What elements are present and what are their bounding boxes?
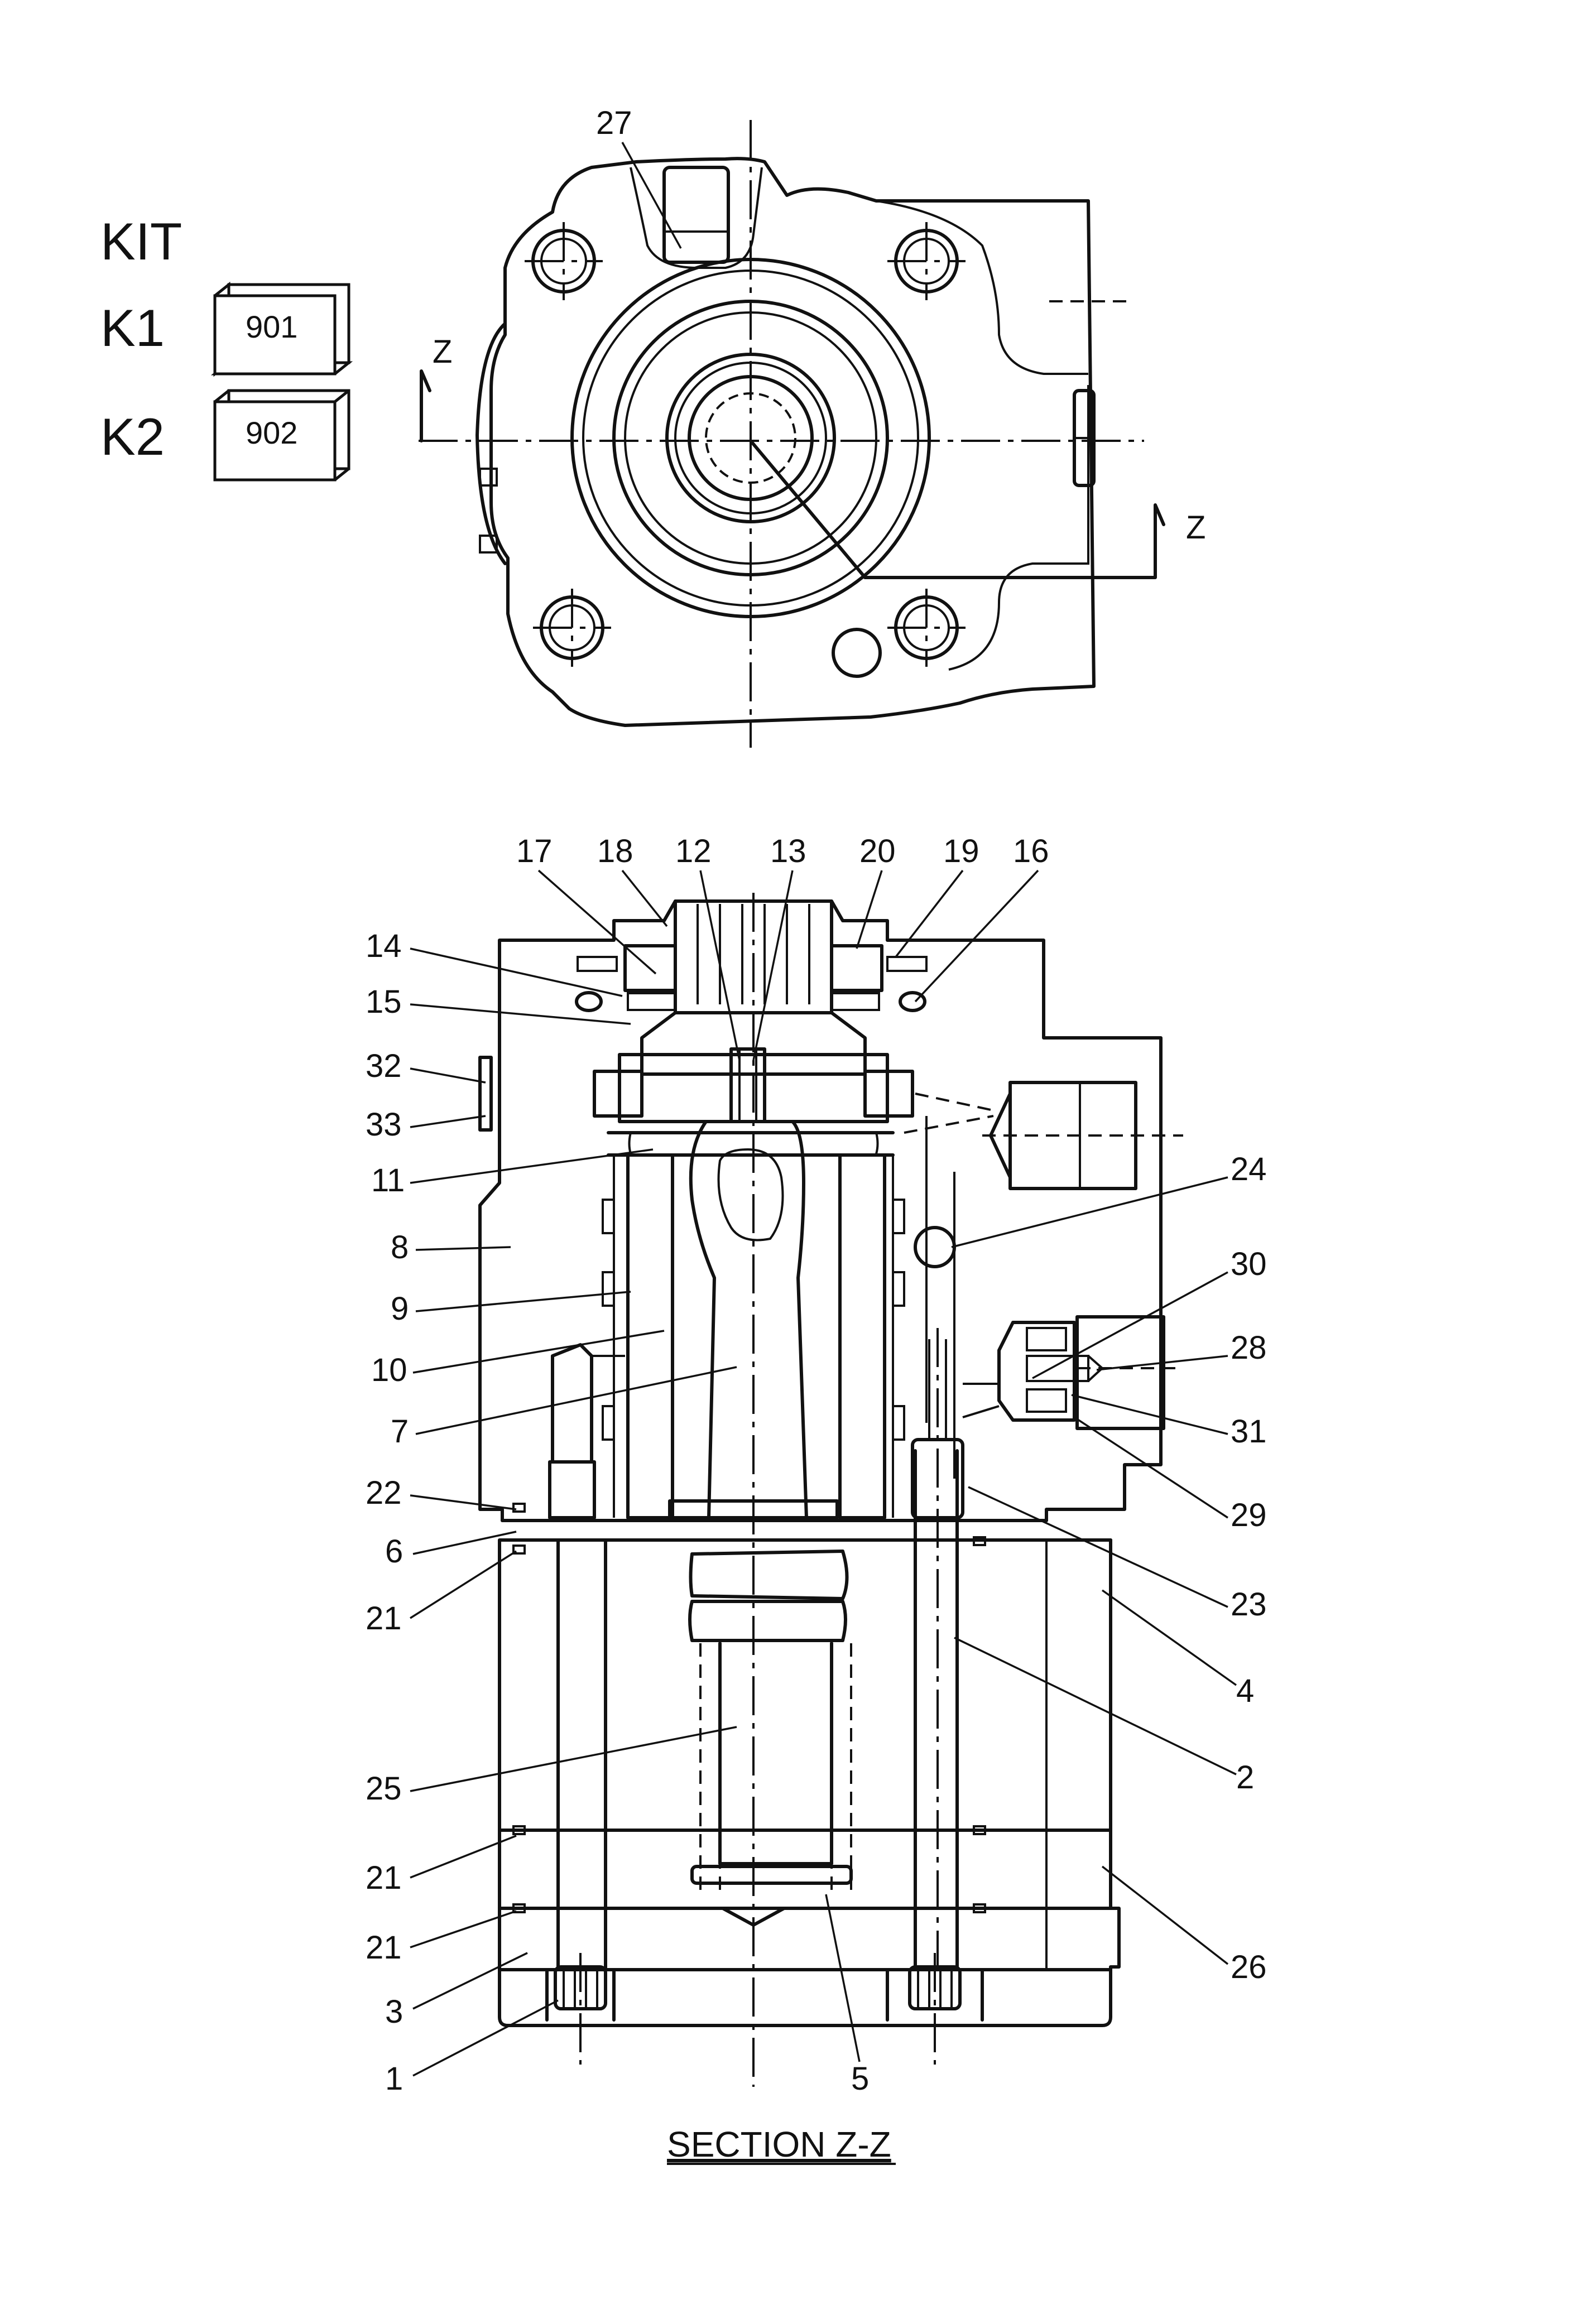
pin-hole	[832, 628, 882, 678]
callout-4: 4	[1236, 1673, 1254, 1709]
gear-rotor	[688, 1550, 853, 1927]
callout-31: 31	[1231, 1413, 1267, 1450]
callout-5: 5	[851, 2061, 869, 2097]
callout-20: 20	[859, 833, 896, 869]
callout-3: 3	[385, 1994, 403, 2030]
kit-k1-box: 901	[210, 281, 353, 377]
bottom-bolt-left	[554, 1953, 607, 2065]
callout-21-c: 21	[366, 1930, 402, 1966]
callout-27: 27	[596, 105, 632, 141]
callout-21-a: 21	[366, 1600, 402, 1637]
callout-12: 12	[675, 833, 712, 869]
section-view: 17 18 12 13 20 19 16 14 15 32 33 11 24	[366, 833, 1267, 2165]
bolt-hole-top-right	[887, 222, 966, 300]
callout-22: 22	[366, 1475, 402, 1511]
kit-k1-label: K1	[100, 299, 165, 357]
spool-sleeve	[602, 1053, 905, 1519]
tie-bolt	[911, 1328, 964, 1975]
callout-9: 9	[391, 1291, 409, 1327]
kit-k2-code: 902	[246, 415, 297, 450]
callout-18: 18	[597, 833, 633, 869]
name-plate	[478, 1056, 493, 1132]
kit-legend: KIT K1 K2 901 902	[100, 212, 353, 482]
callout-2: 2	[1236, 1759, 1254, 1796]
callout-11: 11	[371, 1162, 405, 1199]
callout-7: 7	[391, 1413, 409, 1450]
callout-6: 6	[385, 1533, 403, 1570]
callout-32: 32	[366, 1048, 402, 1084]
kit-heading: KIT	[100, 212, 182, 271]
callout-24: 24	[1231, 1151, 1267, 1187]
callout-28: 28	[1231, 1330, 1267, 1366]
pressure-port	[904, 1081, 1183, 1479]
callout-17: 17	[516, 833, 553, 869]
callout-14: 14	[366, 928, 402, 964]
callout-19: 19	[943, 833, 979, 869]
bolt-hole-bottom-right	[887, 589, 966, 667]
kit-k1-code: 901	[246, 309, 297, 344]
bolt-hole-top-left	[525, 222, 603, 300]
callouts: 17 18 12 13 20 19 16 14 15 32 33 11 24	[366, 833, 1267, 2097]
callout-23: 23	[1231, 1586, 1267, 1623]
seal-stack	[575, 944, 928, 1118]
callout-13: 13	[770, 833, 806, 869]
o-ring-marks	[512, 1503, 986, 1913]
top-view: Z Z 27	[419, 105, 1205, 748]
check-ball	[914, 1226, 956, 1268]
callout-26: 26	[1231, 1949, 1267, 1985]
callout-16: 16	[1013, 833, 1049, 869]
section-marker-left: Z	[433, 334, 452, 370]
callout-15: 15	[366, 984, 402, 1020]
right-plug	[1075, 1315, 1165, 1430]
callout-8: 8	[391, 1229, 409, 1266]
bottom-bolt-right	[908, 1953, 962, 2065]
cardan-shaft	[668, 1120, 839, 1519]
kit-k2-box: 902	[213, 389, 350, 482]
callout-25: 25	[366, 1770, 402, 1807]
relief-valve	[962, 1321, 1183, 1422]
callout-33: 33	[366, 1106, 402, 1143]
section-title: SECTION Z-Z	[667, 2124, 891, 2164]
callout-30: 30	[1231, 1246, 1267, 1282]
callout-29: 29	[1231, 1497, 1267, 1533]
callout-1: 1	[385, 2061, 403, 2097]
locating-pin	[548, 1343, 625, 1519]
callout-10: 10	[371, 1352, 407, 1388]
callout-21-b: 21	[366, 1860, 402, 1896]
section-marker-right: Z	[1186, 509, 1205, 546]
bolt-hole-bottom-left	[533, 589, 611, 667]
kit-k2-label: K2	[100, 407, 165, 466]
